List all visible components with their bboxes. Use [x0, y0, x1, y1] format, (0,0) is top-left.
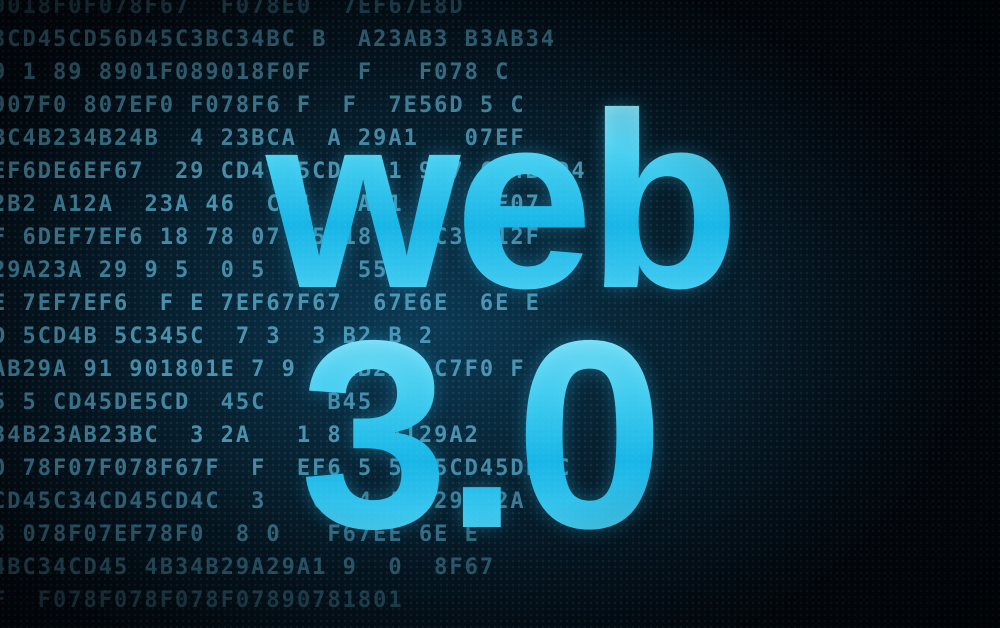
- hex-code-row: BC4B234B24B 4 23BCA A 29A1 07EF: [0, 126, 526, 151]
- hex-code-row: 2B2 A12A 23A 46 C34 DA 1 18F07: [0, 192, 541, 217]
- hex-code-row: E 7EF7EF6 F E 7EF67F67 67E6E 6E E: [0, 291, 541, 316]
- hex-code-row: 3CD45CD56D45C3BC34BC B A23AB3 B3AB34: [0, 27, 557, 52]
- hex-code-row: CD45C34CD45CD4C 3 C3 4 A 29A12A: [0, 489, 526, 514]
- hex-code-row: 907F0 807EF0 F078F6 F F 7E56D 5 C: [0, 93, 526, 118]
- hex-code-row: 34B23AB23BC 3 2A 1 8 9DA129A2: [0, 423, 480, 448]
- hex-code-row: 29A23A 29 9 5 0 5 1 55 F: [0, 258, 435, 283]
- hex-code-row: 8 078F07EF78F0 8 0 F67EE 6E E: [0, 522, 480, 547]
- hex-code-row: 5 5 CD45DE5CD 45C B45: [0, 390, 374, 415]
- hex-code-row: F 6DEF7EF6 18 78 07 5 18 C3 412F: [0, 225, 541, 250]
- hex-code-row: 0 78F07F078F67F F EF6 5 5DE5CD45DE C: [0, 456, 572, 481]
- hex-code-row: F F078F078F078F07890781801: [0, 588, 404, 613]
- hex-code-row: D 5CD4B 5C345C 7 3 3 B2 B 2: [0, 324, 435, 349]
- hex-code-row: 9 1 89 8901F089018F0F F F078 C: [0, 60, 511, 85]
- hex-code-row: 4BC34CD45 4B34B29A29A1 9 0 8F67: [0, 555, 496, 580]
- hex-code-row: EF6DE6EF67 29 CD4 5CD4 1 907 CD4BCD4: [0, 159, 587, 184]
- hex-code-row: AB29A 91 901801E 7 9 3AB2A C7F0 F: [0, 357, 526, 382]
- hex-code-row: 9018F0F078F67 F078E0 7EF67E8D: [0, 0, 465, 19]
